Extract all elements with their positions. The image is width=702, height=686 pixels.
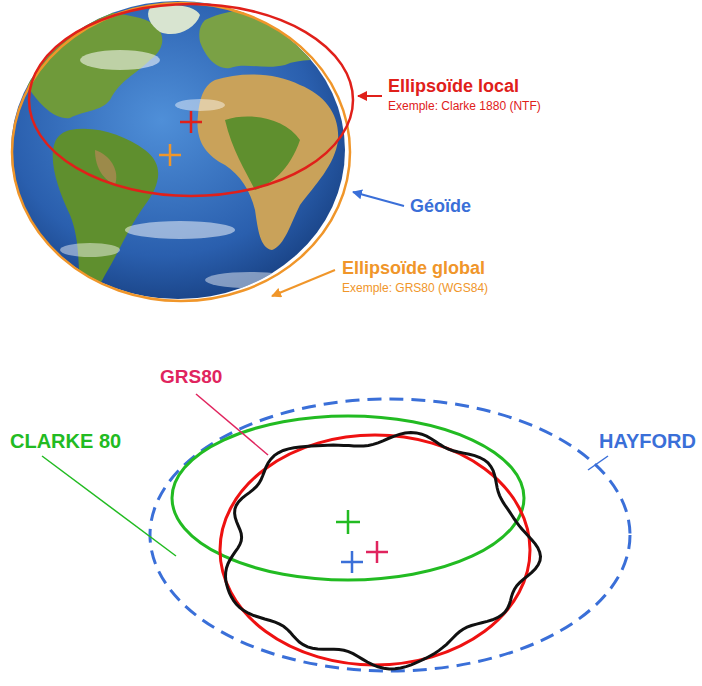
leader-line — [588, 456, 608, 470]
hayford-ellipsoid — [150, 399, 630, 671]
hayford-center-cross — [341, 551, 363, 573]
ellipsoid-label: HAYFORD — [599, 430, 696, 453]
global-ellipsoid — [12, 3, 350, 301]
ellipsoid-label: GRS80 — [160, 366, 222, 388]
clarke-center-cross — [336, 510, 360, 534]
grs80-center-cross — [366, 541, 388, 563]
clarke-ellipsoid — [172, 416, 524, 580]
leader-line — [42, 456, 176, 556]
geoid-outline — [226, 433, 541, 669]
geoid-name: Géoïde — [410, 196, 471, 217]
leader-line — [196, 394, 268, 455]
ellipsoid-label: CLARKE 80 — [10, 430, 121, 453]
example-note: Exemple: Clarke 1880 (NTF) — [388, 100, 541, 114]
leader-arrow — [358, 95, 382, 97]
global-center-cross — [159, 144, 181, 166]
leader-arrow — [272, 270, 335, 296]
local-ellipsoid — [29, 4, 353, 196]
leader-arrow — [353, 192, 404, 206]
ellipsoid-name: Ellipsoïde global — [342, 258, 485, 279]
local-center-cross — [180, 111, 202, 133]
ellipsoid-name: Ellipsoïde local — [388, 76, 519, 97]
example-note: Exemple: GRS80 (WGS84) — [342, 282, 488, 296]
